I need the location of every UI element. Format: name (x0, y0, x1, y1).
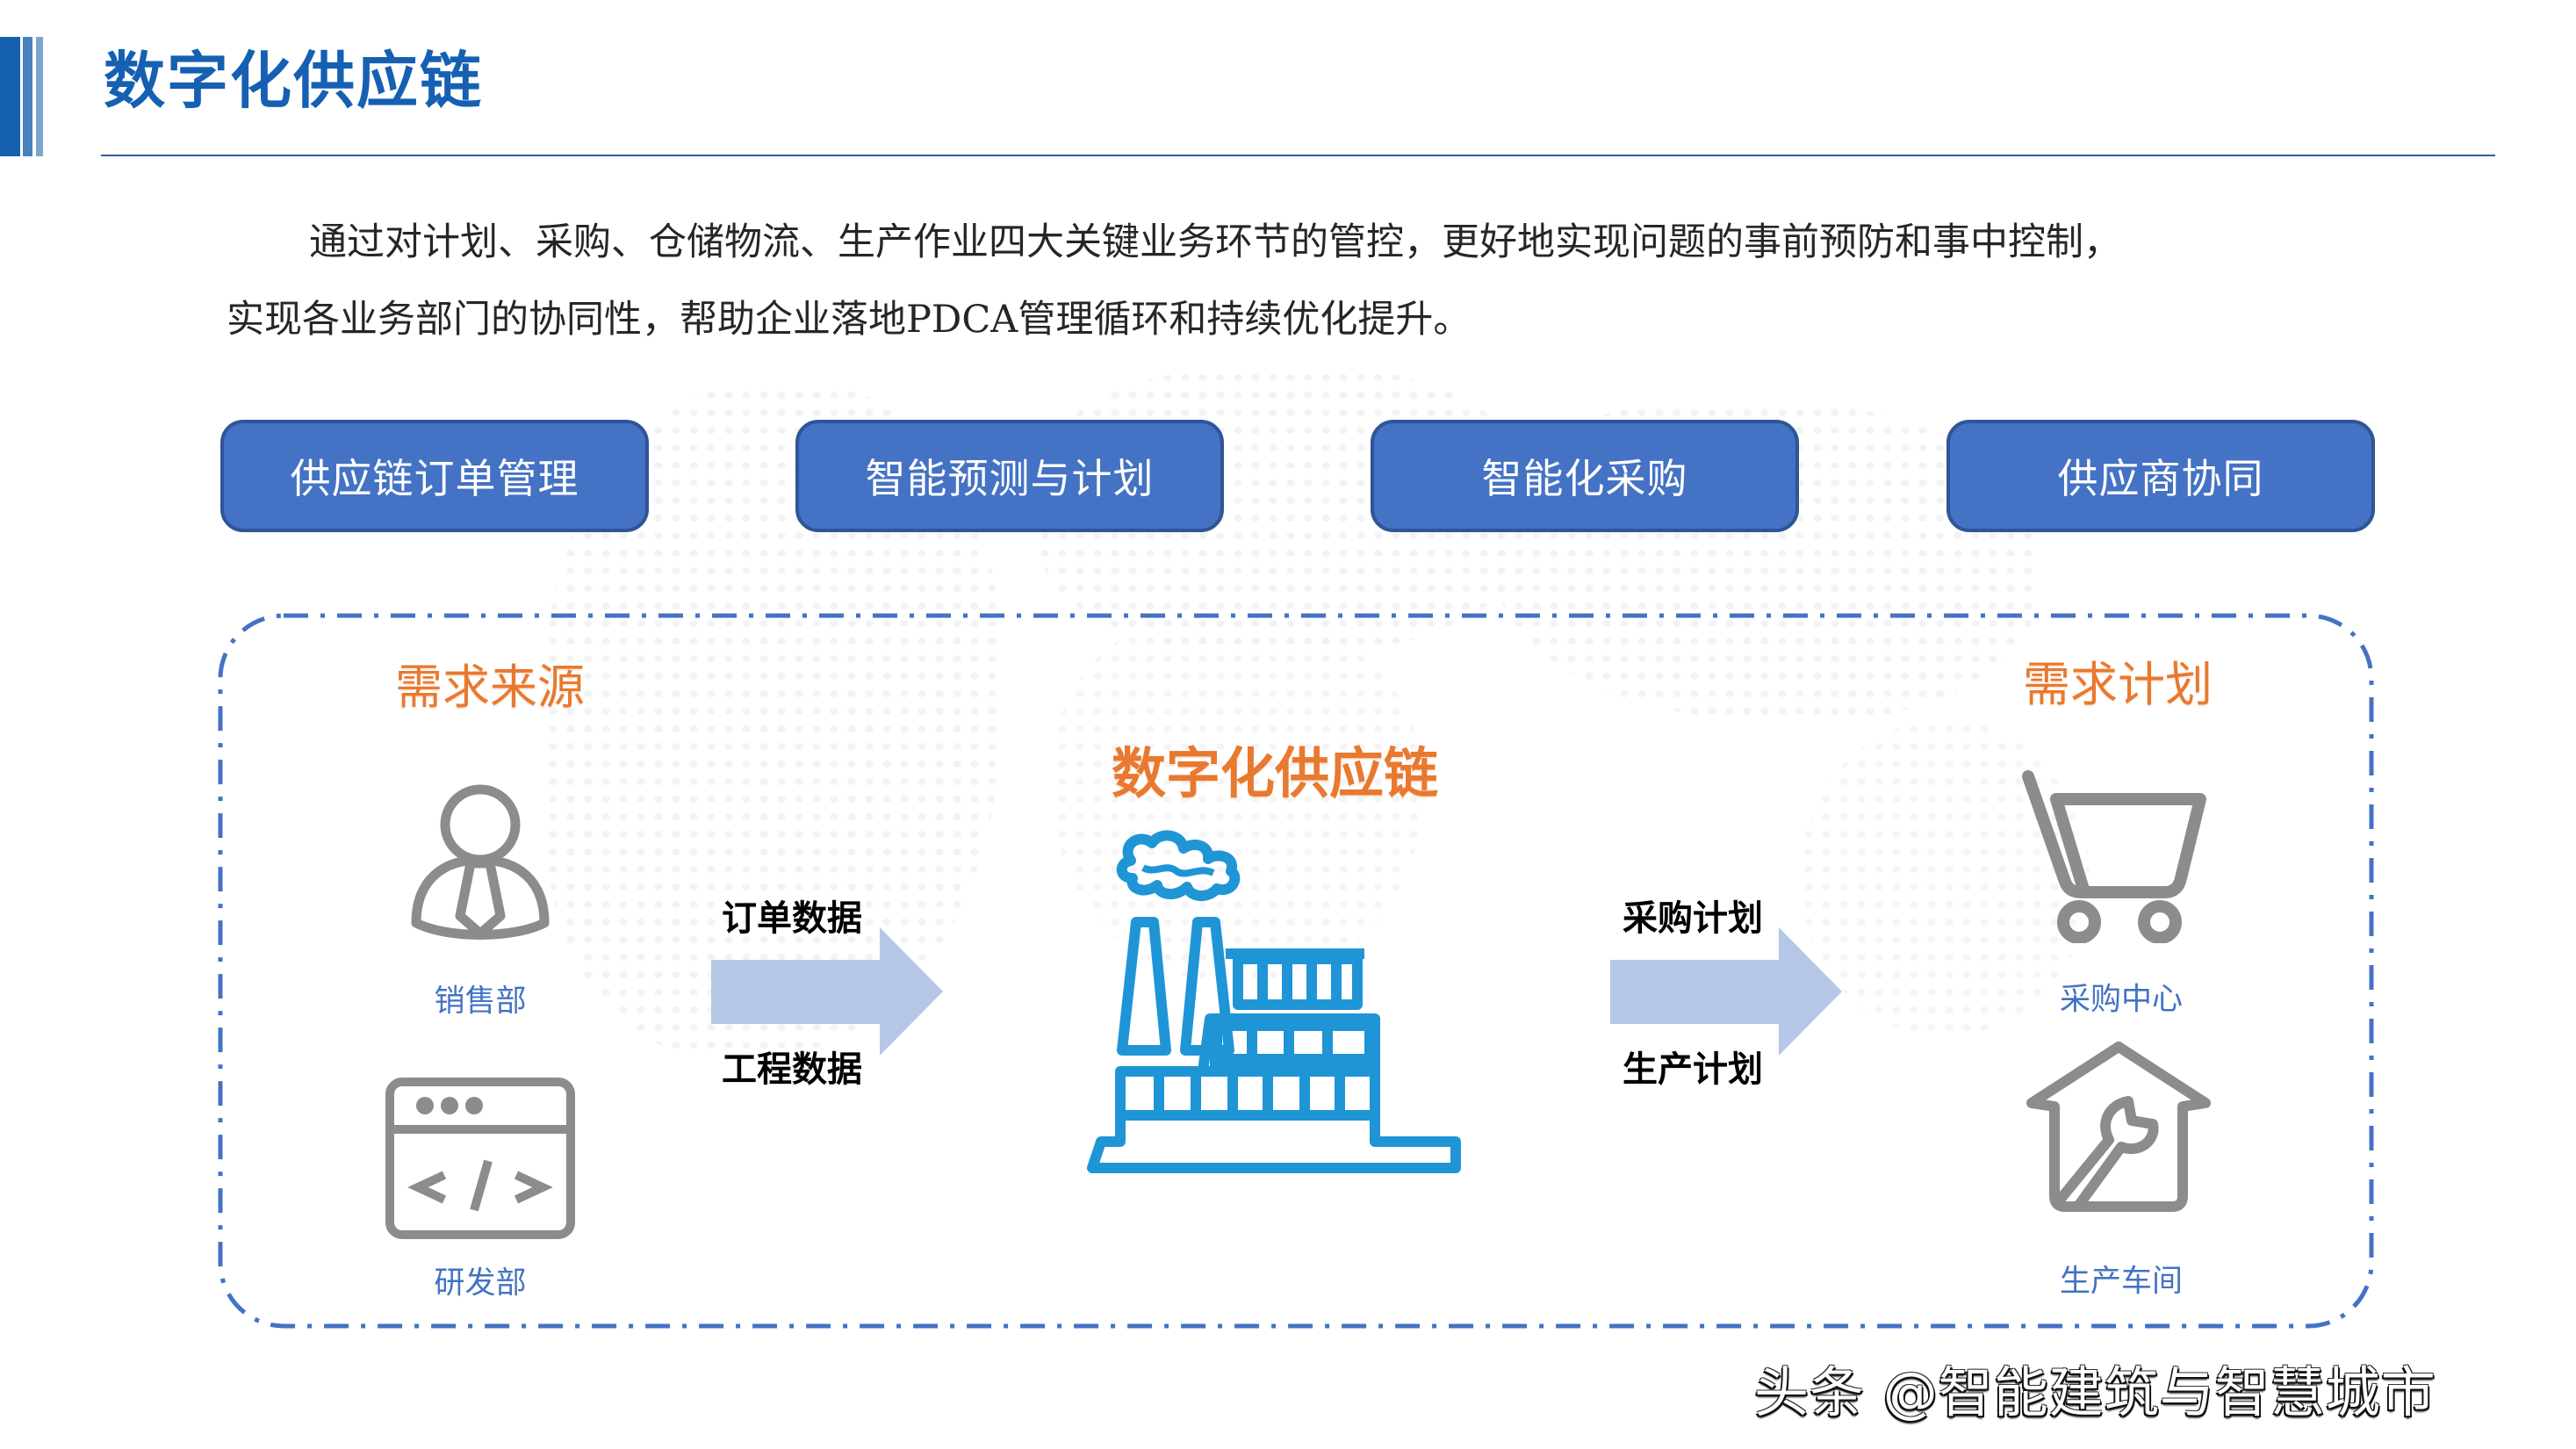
dept-label-rnd: 研发部 (434, 1265, 527, 1301)
factory-icon (1087, 830, 1461, 1173)
watermark: 头条 @智能建筑与智慧城市 (1754, 1360, 2436, 1424)
header-accent-bar (0, 37, 20, 156)
world-map-dot-pattern (1054, 615, 1422, 984)
diagram-frame (218, 613, 2374, 1329)
dept-label-production-workshop: 生产车间 (2059, 1264, 2184, 1300)
module-button-order-management[interactable]: 供应链订单管理 (220, 420, 649, 532)
intro-line-2: 实现各业务部门的协同性，帮助企业落地PDCA管理循环和持续优化提升。 (227, 298, 1471, 342)
world-map-dot-pattern (1800, 720, 2090, 1036)
flow-label-engineering-data: 工程数据 (722, 1049, 862, 1090)
module-label: 供应商协同 (2057, 455, 2264, 502)
module-button-supplier-collaboration[interactable]: 供应商协同 (1946, 420, 2375, 532)
demand-plan-heading: 需求计划 (2023, 657, 2213, 712)
module-button-smart-procurement[interactable]: 智能化采购 (1371, 420, 1799, 532)
header-accent-bar (36, 37, 43, 156)
digital-supply-chain-heading: 数字化供应链 (1111, 741, 1439, 805)
shopping-cart-icon (2022, 770, 2206, 943)
demand-source-heading: 需求来源 (395, 660, 585, 715)
module-label: 智能化采购 (1481, 455, 1688, 502)
code-window-icon (385, 1078, 575, 1239)
right-arrow-icon (1610, 927, 1842, 1056)
intro-line-1: 通过对计划、采购、仓储物流、生产作业四大关键业务环节的管控，更好地实现问题的事前… (309, 220, 2121, 264)
module-button-forecast-planning[interactable]: 智能预测与计划 (795, 420, 1224, 532)
module-label: 智能预测与计划 (865, 455, 1155, 502)
salesperson-icon (411, 784, 550, 940)
intro-paragraph: 通过对计划、采购、仓储物流、生产作业四大关键业务环节的管控，更好地实现问题的事前… (227, 204, 2386, 358)
right-arrow-icon (711, 927, 943, 1056)
module-label: 供应链订单管理 (290, 455, 579, 502)
page-title: 数字化供应链 (104, 45, 483, 117)
title-divider (101, 155, 2495, 156)
flow-label-procurement-plan: 采购计划 (1623, 898, 1763, 939)
dept-label-procurement-center: 采购中心 (2059, 982, 2184, 1018)
dept-label-sales: 销售部 (434, 984, 527, 1020)
flow-label-order-data: 订单数据 (722, 898, 862, 939)
flow-label-production-plan: 生产计划 (1623, 1049, 1763, 1090)
header-accent-bar (23, 37, 32, 156)
house-wrench-icon (2026, 1042, 2211, 1212)
